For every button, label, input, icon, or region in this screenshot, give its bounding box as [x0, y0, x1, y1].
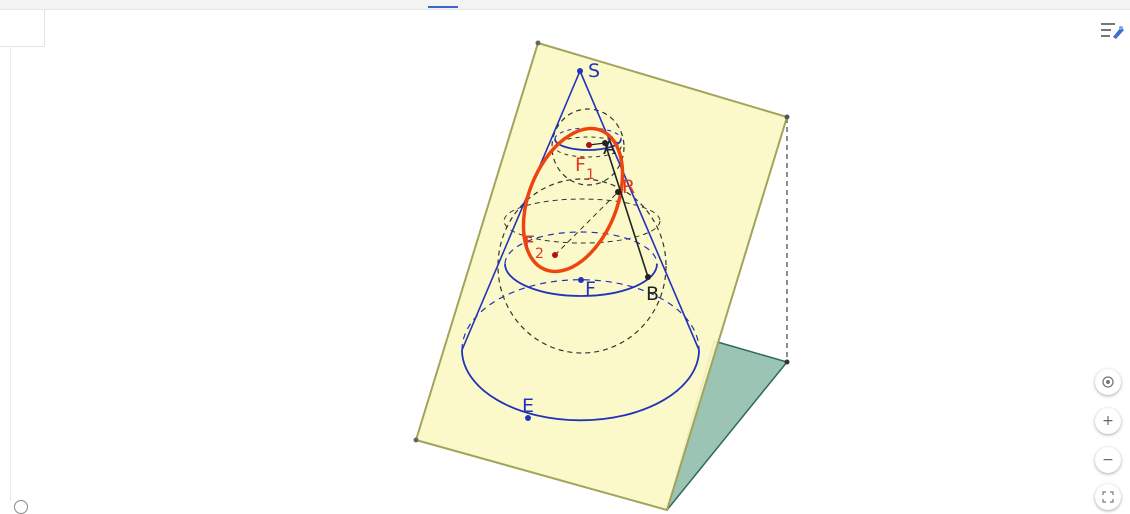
graphics-menu-button[interactable]: [1097, 16, 1127, 44]
lower-contact-circle-back: [504, 231, 658, 265]
panel-divider: [10, 46, 11, 501]
label-e: E: [522, 395, 534, 417]
small-sphere-outline: [551, 108, 625, 186]
point-plane-top[interactable]: [535, 40, 541, 46]
point-e[interactable]: [525, 415, 531, 421]
point-ground-right[interactable]: [784, 359, 790, 365]
section-ellipse: [521, 126, 625, 274]
point-plane-right[interactable]: [784, 114, 790, 120]
target-icon: [1102, 376, 1114, 388]
label-f: F: [585, 278, 596, 300]
plus-icon: +: [1102, 413, 1114, 429]
zoom-in-button[interactable]: +: [1095, 408, 1121, 434]
zoom-out-button[interactable]: −: [1095, 447, 1121, 473]
large-sphere-equator: [503, 198, 661, 244]
label-a: A: [603, 137, 616, 159]
fullscreen-button[interactable]: [1095, 484, 1121, 510]
segment-a-b: [604, 142, 649, 278]
point-f[interactable]: [578, 277, 584, 283]
recenter-button[interactable]: [1095, 369, 1121, 395]
minus-icon: −: [1102, 452, 1114, 468]
cone-base-back: [461, 279, 700, 351]
large-sphere-outline: [497, 178, 667, 354]
label-f2: F2: [524, 232, 544, 262]
point-s[interactable]: [577, 68, 583, 74]
hyperlink-fragment[interactable]: [428, 6, 458, 8]
top-text-strip: [0, 0, 1130, 10]
label-f1: F1: [575, 154, 595, 183]
focal-line-f2-r: [554, 191, 619, 256]
algebra-panel-toggle[interactable]: [0, 10, 45, 47]
menu-pen-icon: [1101, 23, 1124, 39]
point-a[interactable]: [602, 140, 608, 146]
cone-base-front: [461, 349, 700, 422]
label-r: R: [622, 176, 635, 198]
cone-right-generator: [579, 70, 700, 351]
cutting-plane: [414, 41, 789, 512]
point-plane-left[interactable]: [413, 437, 419, 443]
upper-contact-circle-back: [554, 127, 622, 140]
fullscreen-icon: [1102, 491, 1114, 503]
point-b[interactable]: [645, 274, 651, 280]
point-f1[interactable]: [586, 142, 592, 148]
label-b: B: [646, 283, 659, 305]
point-r[interactable]: [615, 189, 621, 195]
point-f2[interactable]: [552, 252, 558, 258]
cone-left-generator: [461, 70, 581, 351]
label-s: S: [588, 60, 600, 82]
